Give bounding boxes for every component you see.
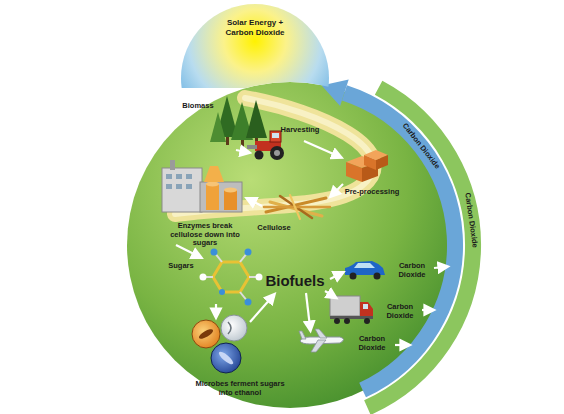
processing-bins [346,150,388,182]
biorefinery [162,160,242,212]
dome-text: Solar Energy + Carbon Dioxide [215,2,295,37]
stage-label: Biomass [182,102,213,111]
plane [299,329,344,352]
car [345,261,385,280]
stage-label: Pre-processing [345,188,400,197]
sugar-molecule [200,249,263,306]
stage-label: Enzymes break cellulose down into sugars [165,222,245,248]
sky-dome: Solar Energy + Carbon Dioxide [180,2,330,88]
road-centre [175,98,374,214]
stage-label: Cellulose [257,224,290,233]
trees [210,96,267,147]
emission-label: Carbon Dioxide [392,262,432,279]
emission-label: Carbon Dioxide [352,335,392,352]
stage-label: Microbes ferment sugars into ethanol [193,380,288,397]
truck [330,296,373,324]
road [175,98,374,214]
emission-label: Carbon Dioxide [380,303,420,320]
cellulose-fibres [264,195,330,219]
sky-dome-shape [180,2,330,88]
stage-label: Harvesting [281,126,320,135]
tractor [247,131,284,160]
centre-title: Biofuels [265,272,324,289]
stage-label: Sugars [168,262,193,271]
microbes [192,315,247,373]
